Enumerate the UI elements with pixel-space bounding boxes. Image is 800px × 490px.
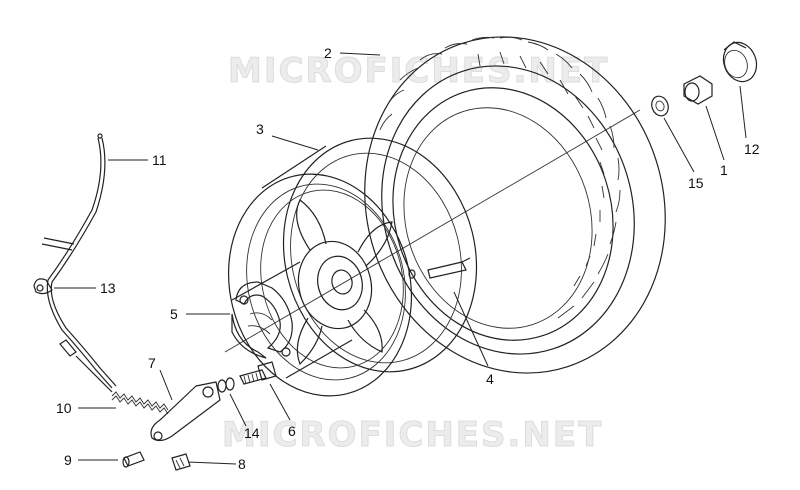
brake-lever bbox=[150, 381, 221, 442]
o-rings bbox=[217, 377, 235, 393]
brake-cam bbox=[239, 361, 277, 385]
screw-9 bbox=[122, 451, 145, 468]
return-spring bbox=[111, 391, 169, 415]
leader-lines bbox=[54, 52, 747, 465]
cable-clamp bbox=[33, 278, 53, 295]
watermark-top: MICROFICHES.NET bbox=[228, 51, 609, 91]
label-part-3: 3 bbox=[256, 121, 264, 137]
brake-shoes bbox=[231, 281, 293, 359]
label-part-7: 7 bbox=[148, 355, 156, 371]
tyre bbox=[364, 36, 666, 374]
label-part-5: 5 bbox=[170, 306, 178, 322]
axle-nut bbox=[683, 75, 713, 105]
brake-cable bbox=[41, 133, 117, 393]
valve-stem bbox=[408, 257, 471, 279]
label-part-8: 8 bbox=[238, 456, 246, 472]
axle-centerline bbox=[224, 109, 641, 353]
watermark-bottom: MICROFICHES.NET bbox=[222, 415, 603, 455]
hub bbox=[296, 199, 393, 366]
label-part-15: 15 bbox=[688, 175, 704, 191]
label-part-4: 4 bbox=[486, 371, 494, 387]
hub-cap bbox=[722, 41, 758, 83]
label-part-13: 13 bbox=[100, 280, 116, 296]
label-part-12: 12 bbox=[744, 141, 760, 157]
rim bbox=[227, 137, 478, 397]
label-part-9: 9 bbox=[64, 452, 72, 468]
label-part-14: 14 bbox=[244, 425, 260, 441]
label-part-1: 1 bbox=[720, 162, 728, 178]
label-part-11: 11 bbox=[152, 152, 167, 168]
washer bbox=[651, 95, 669, 117]
label-part-6: 6 bbox=[288, 423, 296, 439]
label-part-10: 10 bbox=[56, 400, 72, 416]
label-part-2: 2 bbox=[324, 45, 332, 61]
screw-8 bbox=[171, 453, 191, 471]
